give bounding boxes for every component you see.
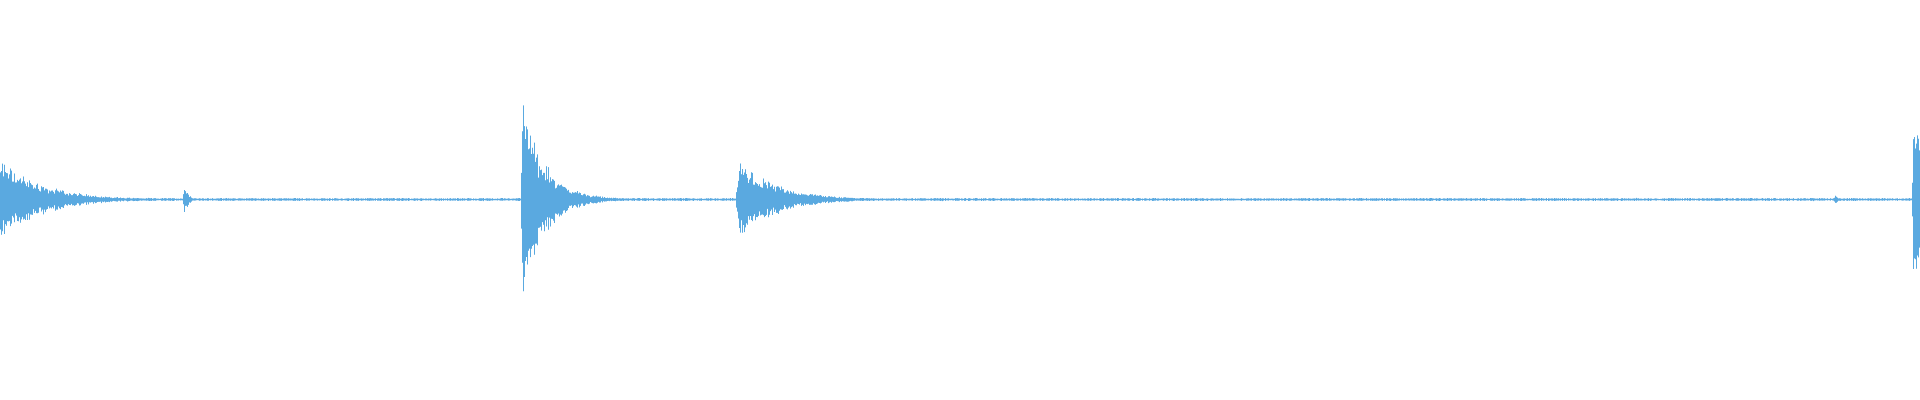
waveform-trace	[0, 105, 1920, 292]
waveform-samples	[0, 105, 1920, 292]
